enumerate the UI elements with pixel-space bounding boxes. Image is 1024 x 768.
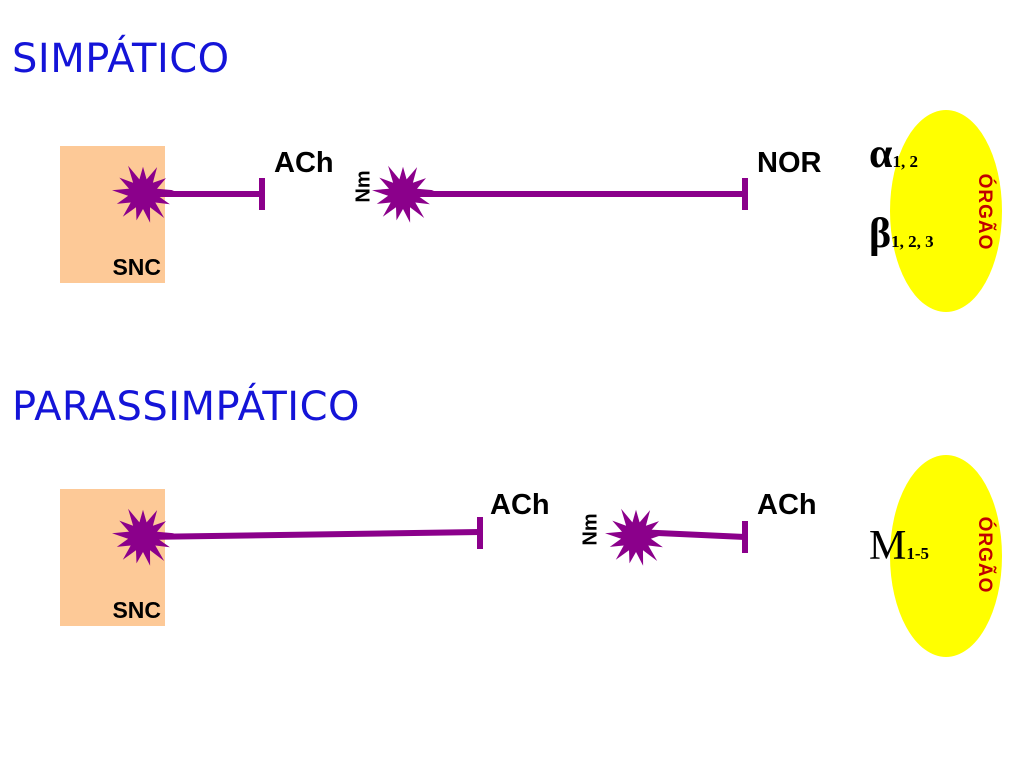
sympathetic-ganglion-neuron-body [372,165,434,223]
muscarinic-receptor-subtypes: 1-5 [906,544,930,563]
beta-receptor-symbol: β [869,211,892,257]
parasympathetic-preganglionic-transmitter: ACh [490,489,550,521]
parasympathetic-preganglionic-axon [142,529,481,540]
sympathetic-target-organ [890,110,1002,312]
parasympathetic-ganglion-receptor: Nm [579,513,602,546]
sympathetic-cns-label: SNC [112,254,161,280]
parasympathetic-postganglionic-transmitter: ACh [757,489,817,521]
parasympathetic-cns-neuron-body [112,508,174,566]
sympathetic-title: SIMPÁTICO [12,36,230,82]
sympathetic-cns-neuron-body [112,165,174,223]
beta-receptor: β1, 2, 3 [869,210,934,258]
parasympathetic-cns-label: SNC [112,597,161,623]
beta-receptor-subtypes: 1, 2, 3 [891,232,934,251]
parasympathetic-ganglion-neuron-body [605,508,667,566]
sympathetic-preganglionic-transmitter: ACh [274,147,334,179]
parasympathetic-title: PARASSIMPÁTICO [12,384,361,430]
alpha-receptor: α1, 2 [869,130,918,178]
parasympathetic-target-organ [890,455,1002,657]
muscarinic-receptor-symbol: M [869,523,907,569]
alpha-receptor-subtypes: 1, 2 [892,152,918,171]
sympathetic-postganglionic-transmitter: NOR [757,147,822,179]
muscarinic-receptor: M1-5 [869,522,929,570]
sympathetic-ganglion-receptor: Nm [352,170,375,203]
alpha-receptor-symbol: α [869,131,893,177]
